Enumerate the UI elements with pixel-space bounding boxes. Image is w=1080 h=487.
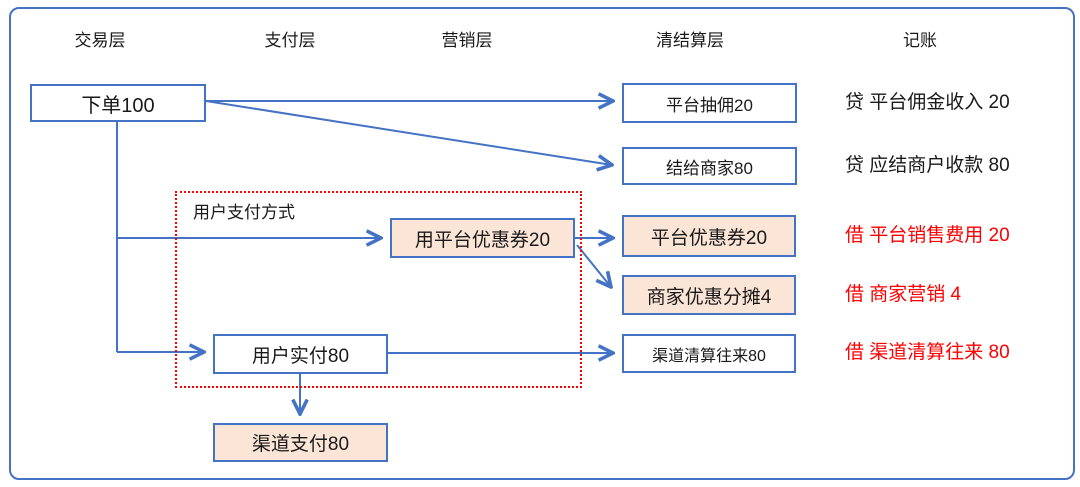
ledger-debit-platform-sales-expense: 借 平台销售费用 20 xyxy=(845,225,1010,246)
outer-frame xyxy=(9,7,1075,480)
user-payment-method-group: 用户支付方式 xyxy=(175,191,582,388)
node-order-100: 下单100 xyxy=(30,84,206,122)
column-header-bookkeeping: 记账 xyxy=(903,31,937,50)
column-header-clearing-settlement-layer: 清结算层 xyxy=(656,31,724,50)
column-header-transaction-layer: 交易层 xyxy=(74,31,126,50)
node-merchant-discount-share-4: 商家优惠分摊4 xyxy=(622,275,796,315)
ledger-debit-merchant-marketing: 借 商家营销 4 xyxy=(845,284,962,305)
node-platform-coupon-20: 平台优惠券20 xyxy=(622,215,796,257)
node-use-platform-coupon-20: 用平台优惠券20 xyxy=(390,218,575,258)
node-channel-pay-80: 渠道支付80 xyxy=(213,423,388,462)
ledger-credit-merchant-payable: 贷 应结商户收款 80 xyxy=(845,155,1010,176)
node-channel-clearing-80: 渠道清算往来80 xyxy=(622,334,796,373)
column-header-payment-layer: 支付层 xyxy=(264,31,316,50)
user-payment-method-group-label: 用户支付方式 xyxy=(193,203,295,222)
column-header-marketing-layer: 营销层 xyxy=(441,31,493,50)
ledger-debit-channel-clearing: 借 渠道清算往来 80 xyxy=(845,342,1010,363)
ledger-credit-platform-commission-income: 贷 平台佣金收入 20 xyxy=(845,92,1010,113)
node-platform-commission-20: 平台抽佣20 xyxy=(622,83,797,123)
node-settle-merchant-80: 结给商家80 xyxy=(622,147,797,185)
node-user-actual-pay-80: 用户实付80 xyxy=(213,334,388,374)
